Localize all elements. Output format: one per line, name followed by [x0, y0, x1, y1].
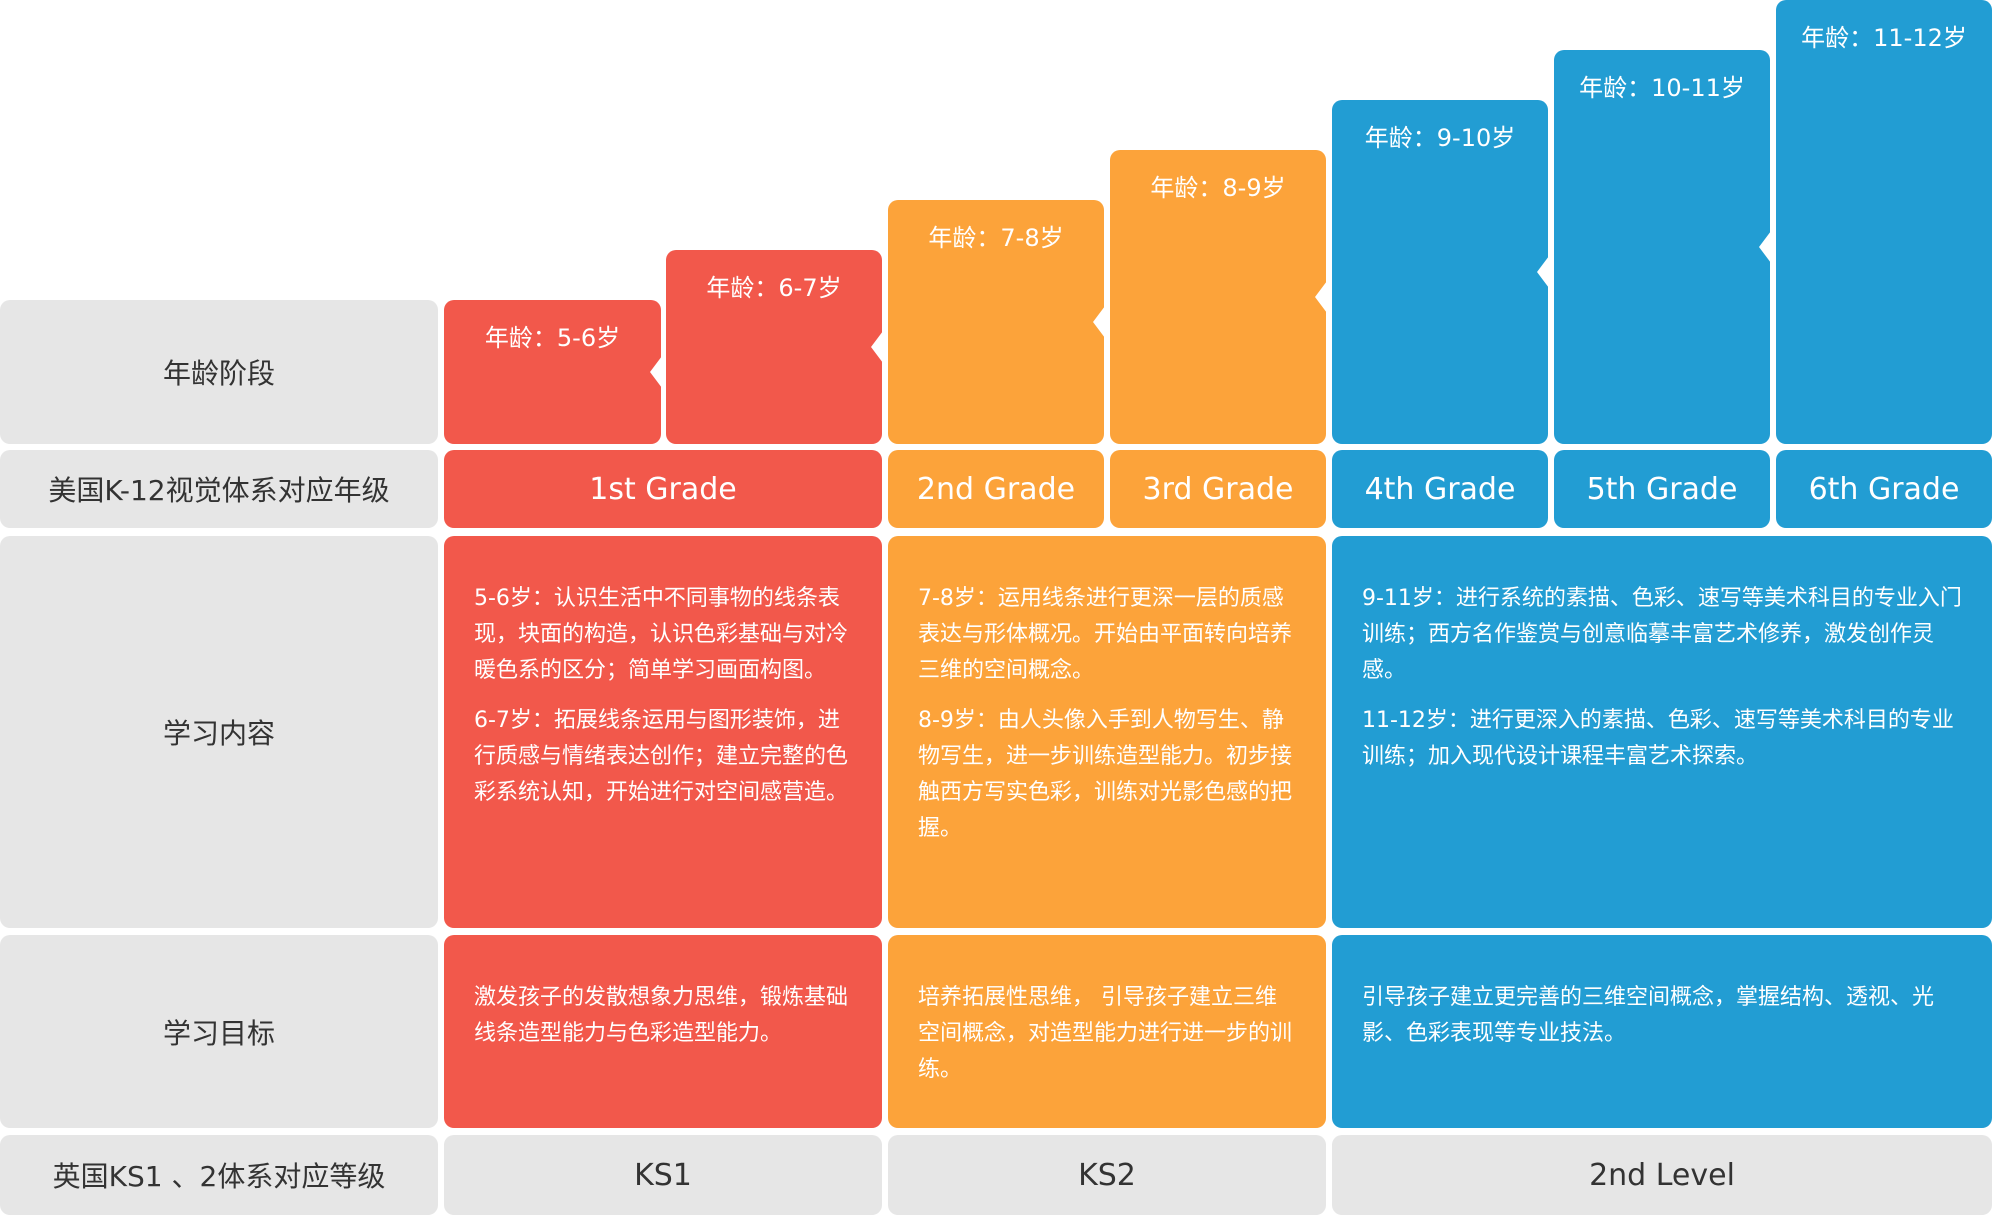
uk-level-cell: KS2: [888, 1135, 1326, 1215]
row-label-us-grade: 美国K-12视觉体系对应年级: [0, 450, 438, 528]
step-notch: [1093, 306, 1105, 338]
grade-cell: 4th Grade: [1332, 450, 1548, 528]
age-label: 年龄：10-11岁: [1579, 74, 1745, 102]
content-paragraph: 5-6岁：认识生活中不同事物的线条表现，块面的构造，认识色彩基础与对冷暖色系的区…: [474, 586, 849, 683]
age-label: 年龄：7-8岁: [928, 224, 1064, 252]
grade-cell: 3rd Grade: [1110, 450, 1326, 528]
age-label: 年龄：6-7岁: [706, 274, 842, 302]
row-label-uk-level: 英国KS1 、2体系对应等级: [0, 1135, 438, 1215]
row-label-age: 年龄阶段: [0, 300, 438, 444]
row-label-content: 学习内容: [0, 536, 438, 928]
content-paragraph: 9-11岁：进行系统的素描、色彩、速写等美术科目的专业入门训练；西方名作鉴赏与创…: [1362, 586, 1962, 683]
age-label: 年龄：11-12岁: [1801, 24, 1967, 52]
grade-cell: 1st Grade: [444, 450, 882, 528]
row-label-goal: 学习目标: [0, 935, 438, 1128]
age-label: 年龄：8-9岁: [1150, 174, 1286, 202]
age-label: 年龄：9-10岁: [1364, 124, 1516, 152]
step-notch: [1537, 256, 1549, 288]
goal-cell-orange: 培养拓展性思维， 引导孩子建立三维空间概念，对造型能力进行进一步的训练。: [888, 935, 1326, 1128]
step-notch: [650, 356, 662, 388]
age-step-1: 年龄：5-6岁: [444, 300, 662, 444]
age-step-7: 年龄：11-12岁: [1776, 0, 1992, 444]
step-notch: [871, 331, 883, 363]
age-step-6: 年龄：10-11岁: [1554, 50, 1771, 444]
step-notch: [1315, 281, 1327, 313]
content-paragraph: 11-12岁：进行更深入的素描、色彩、速写等美术科目的专业训练；加入现代设计课程…: [1362, 708, 1954, 769]
content-paragraph: 8-9岁：由人头像入手到人物写生、静物写生，进一步训练造型能力。初步接触西方写实…: [918, 708, 1293, 841]
step-notch: [1759, 231, 1771, 263]
content-cell-orange: 7-8岁：运用线条进行更深一层的质感表达与形体概况。开始由平面转向培养三维的空间…: [888, 536, 1326, 928]
grade-cell: 2nd Grade: [888, 450, 1104, 528]
content-paragraph: 6-7岁：拓展线条运用与图形装饰，进行质感与情绪表达创作；建立完整的色彩系统认知…: [474, 708, 849, 805]
age-step-2: 年龄：6-7岁: [666, 250, 883, 444]
age-step-4: 年龄：8-9岁: [1110, 150, 1327, 444]
age-label: 年龄：5-6岁: [484, 324, 621, 352]
goal-cell-red: 激发孩子的发散想象力思维，锻炼基础线条造型能力与色彩造型能力。: [444, 935, 882, 1128]
goal-cell-blue: 引导孩子建立更完善的三维空间概念，掌握结构、透视、光影、色彩表现等专业技法。: [1332, 935, 1992, 1128]
goal-text: 激发孩子的发散想象力思维，锻炼基础线条造型能力与色彩造型能力。: [474, 985, 849, 1046]
grade-cell: 6th Grade: [1776, 450, 1992, 528]
content-paragraph: 7-8岁：运用线条进行更深一层的质感表达与形体概况。开始由平面转向培养三维的空间…: [918, 586, 1293, 683]
uk-level-cell: KS1: [444, 1135, 882, 1215]
age-step-5: 年龄：9-10岁: [1332, 100, 1549, 444]
grade-cell: 5th Grade: [1554, 450, 1770, 528]
content-cell-red: 5-6岁：认识生活中不同事物的线条表现，块面的构造，认识色彩基础与对冷暖色系的区…: [444, 536, 882, 928]
content-cell-blue: 9-11岁：进行系统的素描、色彩、速写等美术科目的专业入门训练；西方名作鉴赏与创…: [1332, 536, 1992, 928]
goal-text: 引导孩子建立更完善的三维空间概念，掌握结构、透视、光影、色彩表现等专业技法。: [1362, 985, 1935, 1046]
uk-level-cell: 2nd Level: [1332, 1135, 1992, 1215]
goal-text: 培养拓展性思维， 引导孩子建立三维空间概念，对造型能力进行进一步的训练。: [918, 985, 1293, 1082]
age-step-3: 年龄：7-8岁: [888, 200, 1105, 444]
